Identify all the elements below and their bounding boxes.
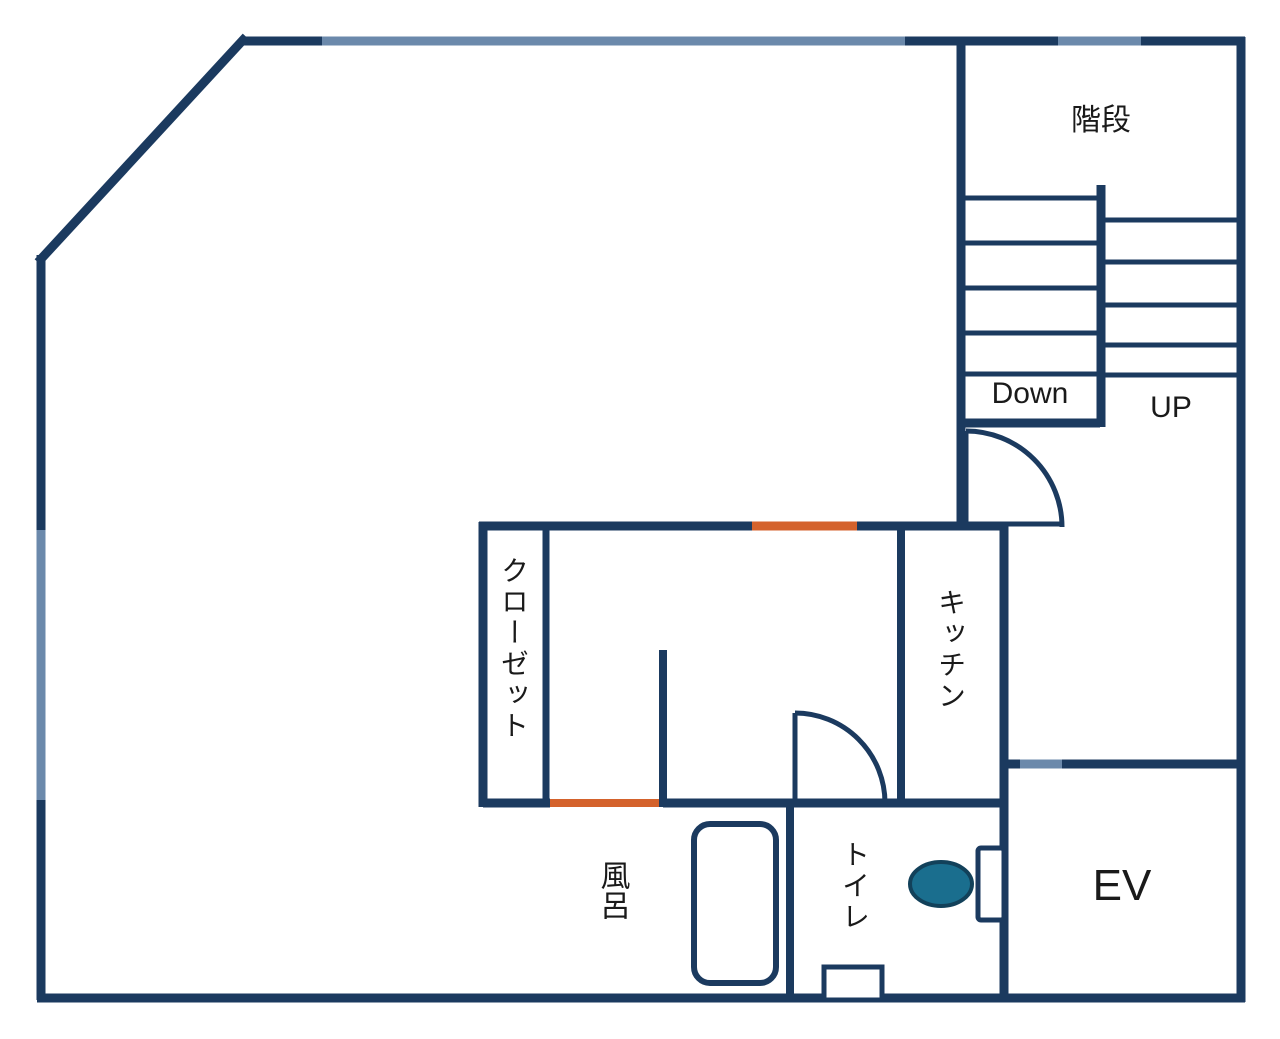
toilet-tank (975, 845, 1007, 923)
toilet-bowl (908, 860, 974, 908)
fixtures (691, 821, 1007, 1003)
door-swing-arc-toilet (794, 710, 888, 804)
room-label-bath: 風呂 (596, 860, 630, 920)
washbasin-fixture (821, 964, 885, 1003)
room-label-closet: クローゼット (498, 556, 529, 742)
stair-direction-up: UP (1150, 391, 1192, 424)
stair-block (956, 41, 1241, 528)
wall-diagonal-top-left (34, 33, 250, 266)
door-swing-arc-stair (965, 428, 1065, 528)
room-label-kitchen: キッチン (935, 588, 966, 712)
room-label-toilet: トイレ (839, 840, 870, 933)
bathtub-fixture (691, 821, 779, 986)
stair-direction-down: Down (992, 377, 1069, 410)
room-label-elevator: EV (1093, 861, 1152, 910)
exterior-walls (34, 33, 1246, 1003)
room-label-stair: 階段 (1071, 104, 1131, 137)
